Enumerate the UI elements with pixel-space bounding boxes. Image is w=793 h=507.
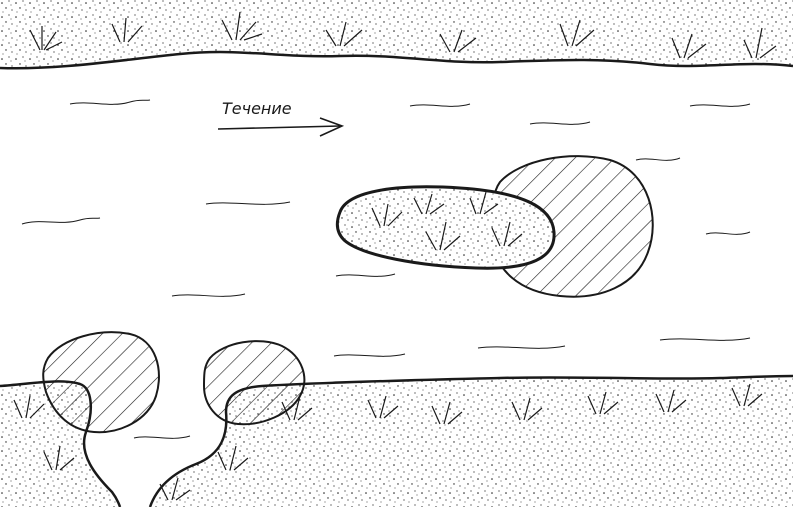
flow-label: Течение [222, 99, 292, 118]
flow-arrow [218, 118, 342, 136]
island-texture [337, 187, 554, 268]
